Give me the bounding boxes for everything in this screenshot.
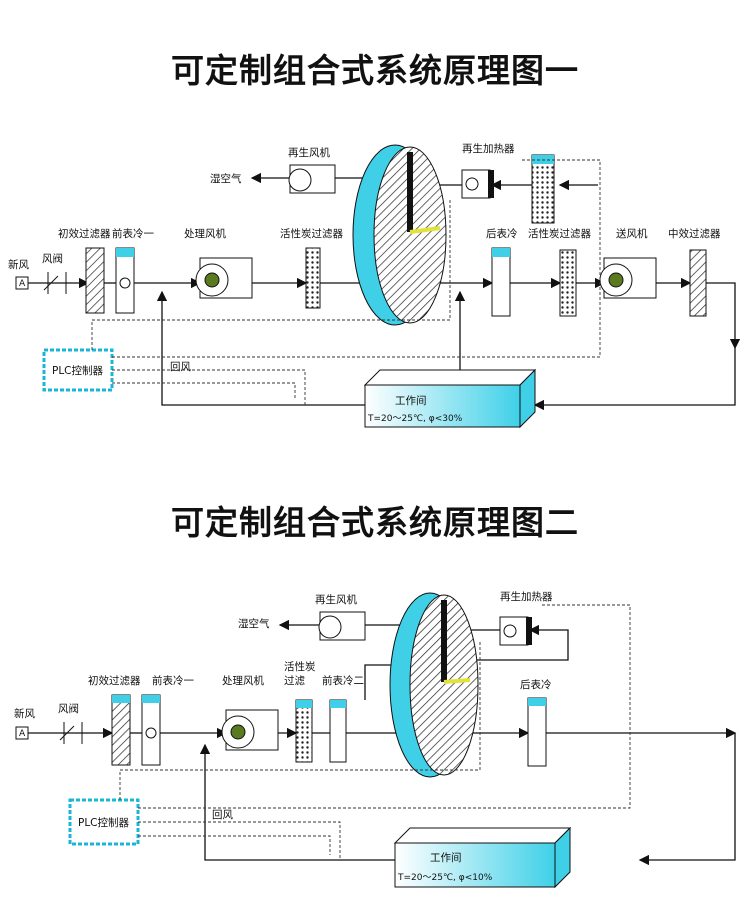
room-name-2: 工作间: [430, 851, 462, 864]
regen-fan-icon: [288, 164, 336, 194]
air-valve-icon-2: [59, 722, 83, 744]
supply-fan-label: 送风机: [616, 227, 648, 240]
desiccant-wheel: [352, 144, 447, 326]
plc-controller-2: [68, 798, 140, 846]
pre-cooler-2-icon: [329, 699, 347, 763]
regen-heater-icon: [461, 169, 494, 199]
process-fan-icon: [195, 257, 253, 299]
post-cooler-icon: [491, 247, 511, 317]
primary-filter-icon-2: [111, 694, 131, 766]
carbon-filter-2-icon: [559, 249, 577, 317]
pre-cooler-2-label: 前表冷二: [322, 674, 364, 687]
air-valve-label: 风阀: [42, 252, 63, 265]
pre-cooler-label: 前表冷一: [112, 227, 154, 240]
regen-fan-icon-2: [318, 611, 366, 641]
room-name: 工作间: [395, 394, 427, 407]
carbon-filter-label: 活性炭过滤器: [280, 227, 343, 240]
regen-coil-icon: [531, 154, 555, 224]
post-cooler-label: 后表冷: [486, 227, 518, 240]
carbon-filter-2-label: 活性炭过滤器: [528, 227, 591, 240]
process-fan-label-2: 处理风机: [222, 674, 264, 687]
carbon-filter-icon-2: [295, 699, 313, 763]
regen-fan-label: 再生风机: [288, 146, 330, 159]
desiccant-wheel-2: [389, 592, 479, 778]
carbon-filter-label-2a: 活性炭: [284, 660, 316, 673]
primary-filter-label-2: 初效过滤器: [88, 674, 141, 687]
diagram2-title: 可定制组合式系统原理图二: [171, 503, 579, 542]
carbon-filter-icon: [305, 247, 321, 309]
plc-label: PLC控制器: [52, 364, 104, 377]
primary-filter-label: 初效过滤器: [58, 227, 111, 240]
return-air-label: 回风: [170, 361, 191, 373]
medium-filter-label: 中效过滤器: [668, 227, 721, 240]
room-conditions-2: T=20～25℃, φ<10%: [397, 873, 493, 883]
post-cooler-icon-2: [527, 697, 547, 767]
fresh-air-label: 新风: [8, 258, 29, 271]
plc-label-2: PLC控制器: [78, 816, 130, 829]
carbon-filter-label-2b: 过滤: [284, 674, 305, 687]
primary-filter-icon: [85, 247, 105, 314]
diagram2: A 新风 风阀 初效过滤器 前表冷一 处理风机 活性炭 过滤 前表冷二: [14, 590, 737, 889]
process-fan-icon-2: [221, 709, 279, 751]
regen-heater-icon-2: [499, 616, 532, 646]
process-fan-label: 处理风机: [184, 227, 226, 240]
air-valve-icon: [43, 272, 67, 294]
medium-filter-icon: [689, 249, 707, 317]
room-box-2: [393, 826, 572, 889]
regen-fan-label-2: 再生风机: [315, 593, 357, 606]
svg-text:A: A: [19, 729, 26, 739]
wet-air-label: 湿空气: [210, 172, 242, 185]
supply-fan-icon: [599, 257, 657, 299]
svg-text:A: A: [19, 279, 26, 289]
wet-air-label-2: 湿空气: [238, 617, 270, 630]
fresh-air-sensor-2: [15, 726, 29, 740]
fresh-air-sensor: [15, 276, 29, 290]
air-valve-label-2: 风阀: [58, 702, 79, 715]
pre-cooler-label-2: 前表冷一: [152, 674, 194, 687]
room-box: [363, 368, 537, 429]
fresh-air-label-2: 新风: [14, 707, 35, 720]
regen-heater-label-2: 再生加热器: [500, 590, 553, 603]
diagram1: A 新风 风阀 初效过滤器 前表冷一 处理风机 活性炭过滤器: [8, 142, 741, 429]
return-air-label-2: 回风: [212, 809, 233, 821]
post-cooler-label-2: 后表冷: [520, 678, 552, 691]
regen-heater-label: 再生加热器: [462, 142, 515, 155]
plc-controller: [42, 348, 114, 392]
diagram1-title: 可定制组合式系统原理图一: [171, 51, 579, 90]
room-conditions: T=20～25℃, φ<30%: [367, 414, 463, 424]
